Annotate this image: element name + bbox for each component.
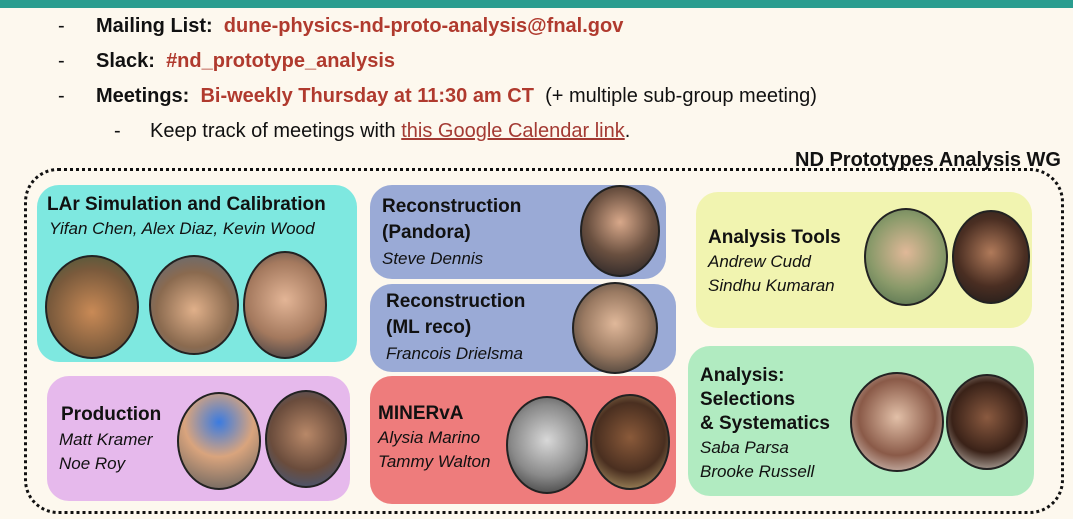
avatar — [946, 374, 1028, 470]
meetings-note: (+ multiple sub-group meeting) — [545, 85, 817, 107]
card-reconstruction-ml: Reconstruction (ML reco) Francois Driels… — [370, 282, 676, 374]
card-lar-simulation: LAr Simulation and Calibration Yifan Che… — [37, 185, 357, 362]
card-member: Sindhu Kumaran — [708, 276, 835, 295]
avatar — [864, 208, 948, 306]
card-members: Steve Dennis — [382, 249, 484, 268]
bullet-dash: - — [58, 85, 65, 107]
avatar — [243, 251, 327, 359]
card-title: Analysis: — [700, 365, 785, 386]
card-title: Reconstruction — [386, 291, 526, 312]
card-title: Analysis Tools — [708, 227, 841, 248]
calendar-suffix: . — [624, 120, 631, 142]
card-member: Tammy Walton — [378, 452, 491, 471]
card-members: Francois Drielsma — [386, 344, 523, 363]
top-accent-bar — [0, 0, 1073, 8]
card-title-sub: Selections — [700, 389, 796, 410]
avatar — [265, 390, 347, 488]
meetings-schedule: Bi-weekly Thursday at 11:30 am CT — [200, 85, 534, 107]
card-member: Noe Roy — [59, 454, 126, 473]
avatar — [572, 282, 658, 374]
meetings-label: Meetings: — [96, 85, 190, 107]
card-title-sub: (Pandora) — [382, 222, 471, 243]
calendar-prefix: Keep track of meetings with — [150, 120, 396, 142]
card-reconstruction-pandora: Reconstruction (Pandora) Steve Dennis — [370, 185, 666, 279]
mailing-list-label: Mailing List: — [96, 15, 213, 37]
mailing-list-address: dune-physics-nd-proto-analysis@fnal.gov — [223, 15, 624, 37]
card-title: MINERvA — [378, 403, 464, 424]
card-members: Yifan Chen, Alex Diaz, Kevin Wood — [49, 219, 315, 238]
avatar — [850, 372, 944, 472]
card-member: Andrew Cudd — [708, 252, 812, 271]
card-member: Alysia Marino — [378, 428, 481, 447]
card-member: Saba Parsa — [700, 438, 789, 457]
card-title: Production — [61, 404, 162, 425]
bullet-dash: - — [58, 50, 65, 72]
google-calendar-link[interactable]: this Google Calendar link — [401, 120, 625, 142]
working-group-title: ND Prototypes Analysis WG — [795, 149, 1061, 171]
card-title: Reconstruction — [382, 196, 522, 217]
avatar — [580, 185, 660, 277]
bullet-dash: - — [58, 15, 65, 37]
avatar — [590, 394, 670, 490]
card-minerva: MINERvA Alysia Marino Tammy Walton — [370, 376, 676, 504]
avatar — [149, 255, 239, 355]
working-group-border — [24, 168, 1064, 514]
avatar — [506, 396, 588, 494]
avatar — [45, 255, 139, 359]
bullet-dash: - — [114, 120, 121, 142]
slack-label: Slack: — [96, 50, 155, 72]
avatar — [177, 392, 261, 490]
card-title: LAr Simulation and Calibration — [47, 194, 326, 215]
card-member: Matt Kramer — [59, 430, 153, 449]
card-title-sub: (ML reco) — [386, 317, 472, 338]
slack-channel: #nd_prototype_analysis — [166, 50, 396, 72]
avatar — [952, 210, 1030, 304]
card-title-sub: & Systematics — [700, 413, 830, 434]
card-analysis-selections: Analysis: Selections & Systematics Saba … — [688, 346, 1034, 496]
card-member: Brooke Russell — [700, 462, 815, 481]
card-analysis-tools: Analysis Tools Andrew Cudd Sindhu Kumara… — [696, 192, 1032, 328]
card-production: Production Matt Kramer Noe Roy — [47, 376, 350, 501]
